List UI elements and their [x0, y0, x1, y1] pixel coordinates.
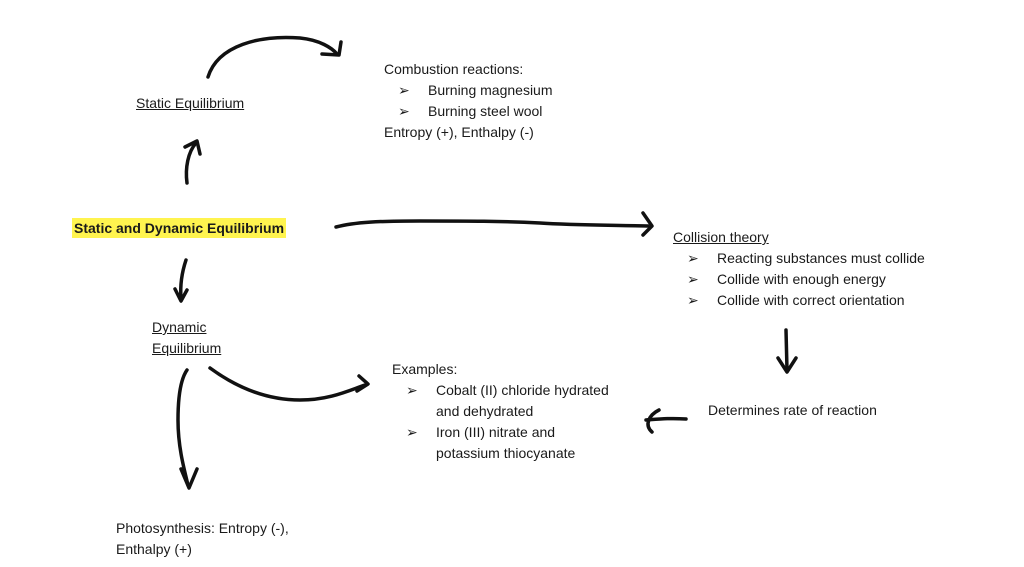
- combustion-title: Combustion reactions:: [384, 61, 524, 77]
- arrow-collision-to-rate: [776, 328, 798, 374]
- dynamic-equilibrium-node: Dynamic Equilibrium: [152, 319, 222, 356]
- arrow-static-to-combustion: [206, 35, 343, 79]
- combustion-list: ➢Burning magnesium ➢Burning steel wool: [384, 80, 553, 122]
- arrow-dynamic-to-examples: [208, 366, 370, 402]
- arrow-central-to-dynamic: [173, 258, 189, 303]
- collision-title: Collision theory: [673, 229, 769, 245]
- arrow-bullet-icon: ➢: [687, 250, 699, 266]
- collision-list: ➢Reacting substances must collide ➢Colli…: [673, 248, 925, 311]
- arrow-bullet-icon: ➢: [406, 424, 418, 440]
- list-item: ➢Burning magnesium: [384, 80, 553, 101]
- collision-theory-node: Collision theory ➢Reacting substances mu…: [673, 227, 925, 311]
- list-item: ➢Burning steel wool: [384, 101, 553, 122]
- rate-of-reaction-node: Determines rate of reaction: [708, 402, 877, 418]
- central-topic: Static and Dynamic Equilibrium: [72, 218, 287, 239]
- combustion-node: Combustion reactions: ➢Burning magnesium…: [384, 59, 553, 143]
- examples-node: Examples: ➢Cobalt (II) chloride hydrated…: [392, 359, 609, 464]
- arrow-bullet-icon: ➢: [687, 292, 699, 308]
- static-equilibrium-node: Static Equilibrium: [136, 95, 245, 111]
- central-topic-label: Static and Dynamic Equilibrium: [72, 218, 287, 238]
- arrow-bullet-icon: ➢: [687, 271, 699, 287]
- arrow-central-to-collision: [334, 211, 654, 237]
- examples-title: Examples:: [392, 361, 458, 377]
- arrow-rate-to-examples: [644, 408, 688, 434]
- list-item: ➢Collide with enough energy: [673, 269, 925, 290]
- photosynthesis-node: Photosynthesis: Entropy (-), Enthalpy (+…: [116, 520, 289, 557]
- arrow-central-to-static: [183, 139, 202, 185]
- arrow-bullet-icon: ➢: [398, 82, 410, 98]
- arrow-dynamic-to-photosynthesis: [176, 368, 199, 490]
- list-item: ➢Collide with correct orientation: [673, 290, 925, 311]
- list-item: ➢Reacting substances must collide: [673, 248, 925, 269]
- arrow-bullet-icon: ➢: [398, 103, 410, 119]
- arrow-bullet-icon: ➢: [406, 382, 418, 398]
- combustion-thermo: Entropy (+), Enthalpy (-): [384, 124, 534, 140]
